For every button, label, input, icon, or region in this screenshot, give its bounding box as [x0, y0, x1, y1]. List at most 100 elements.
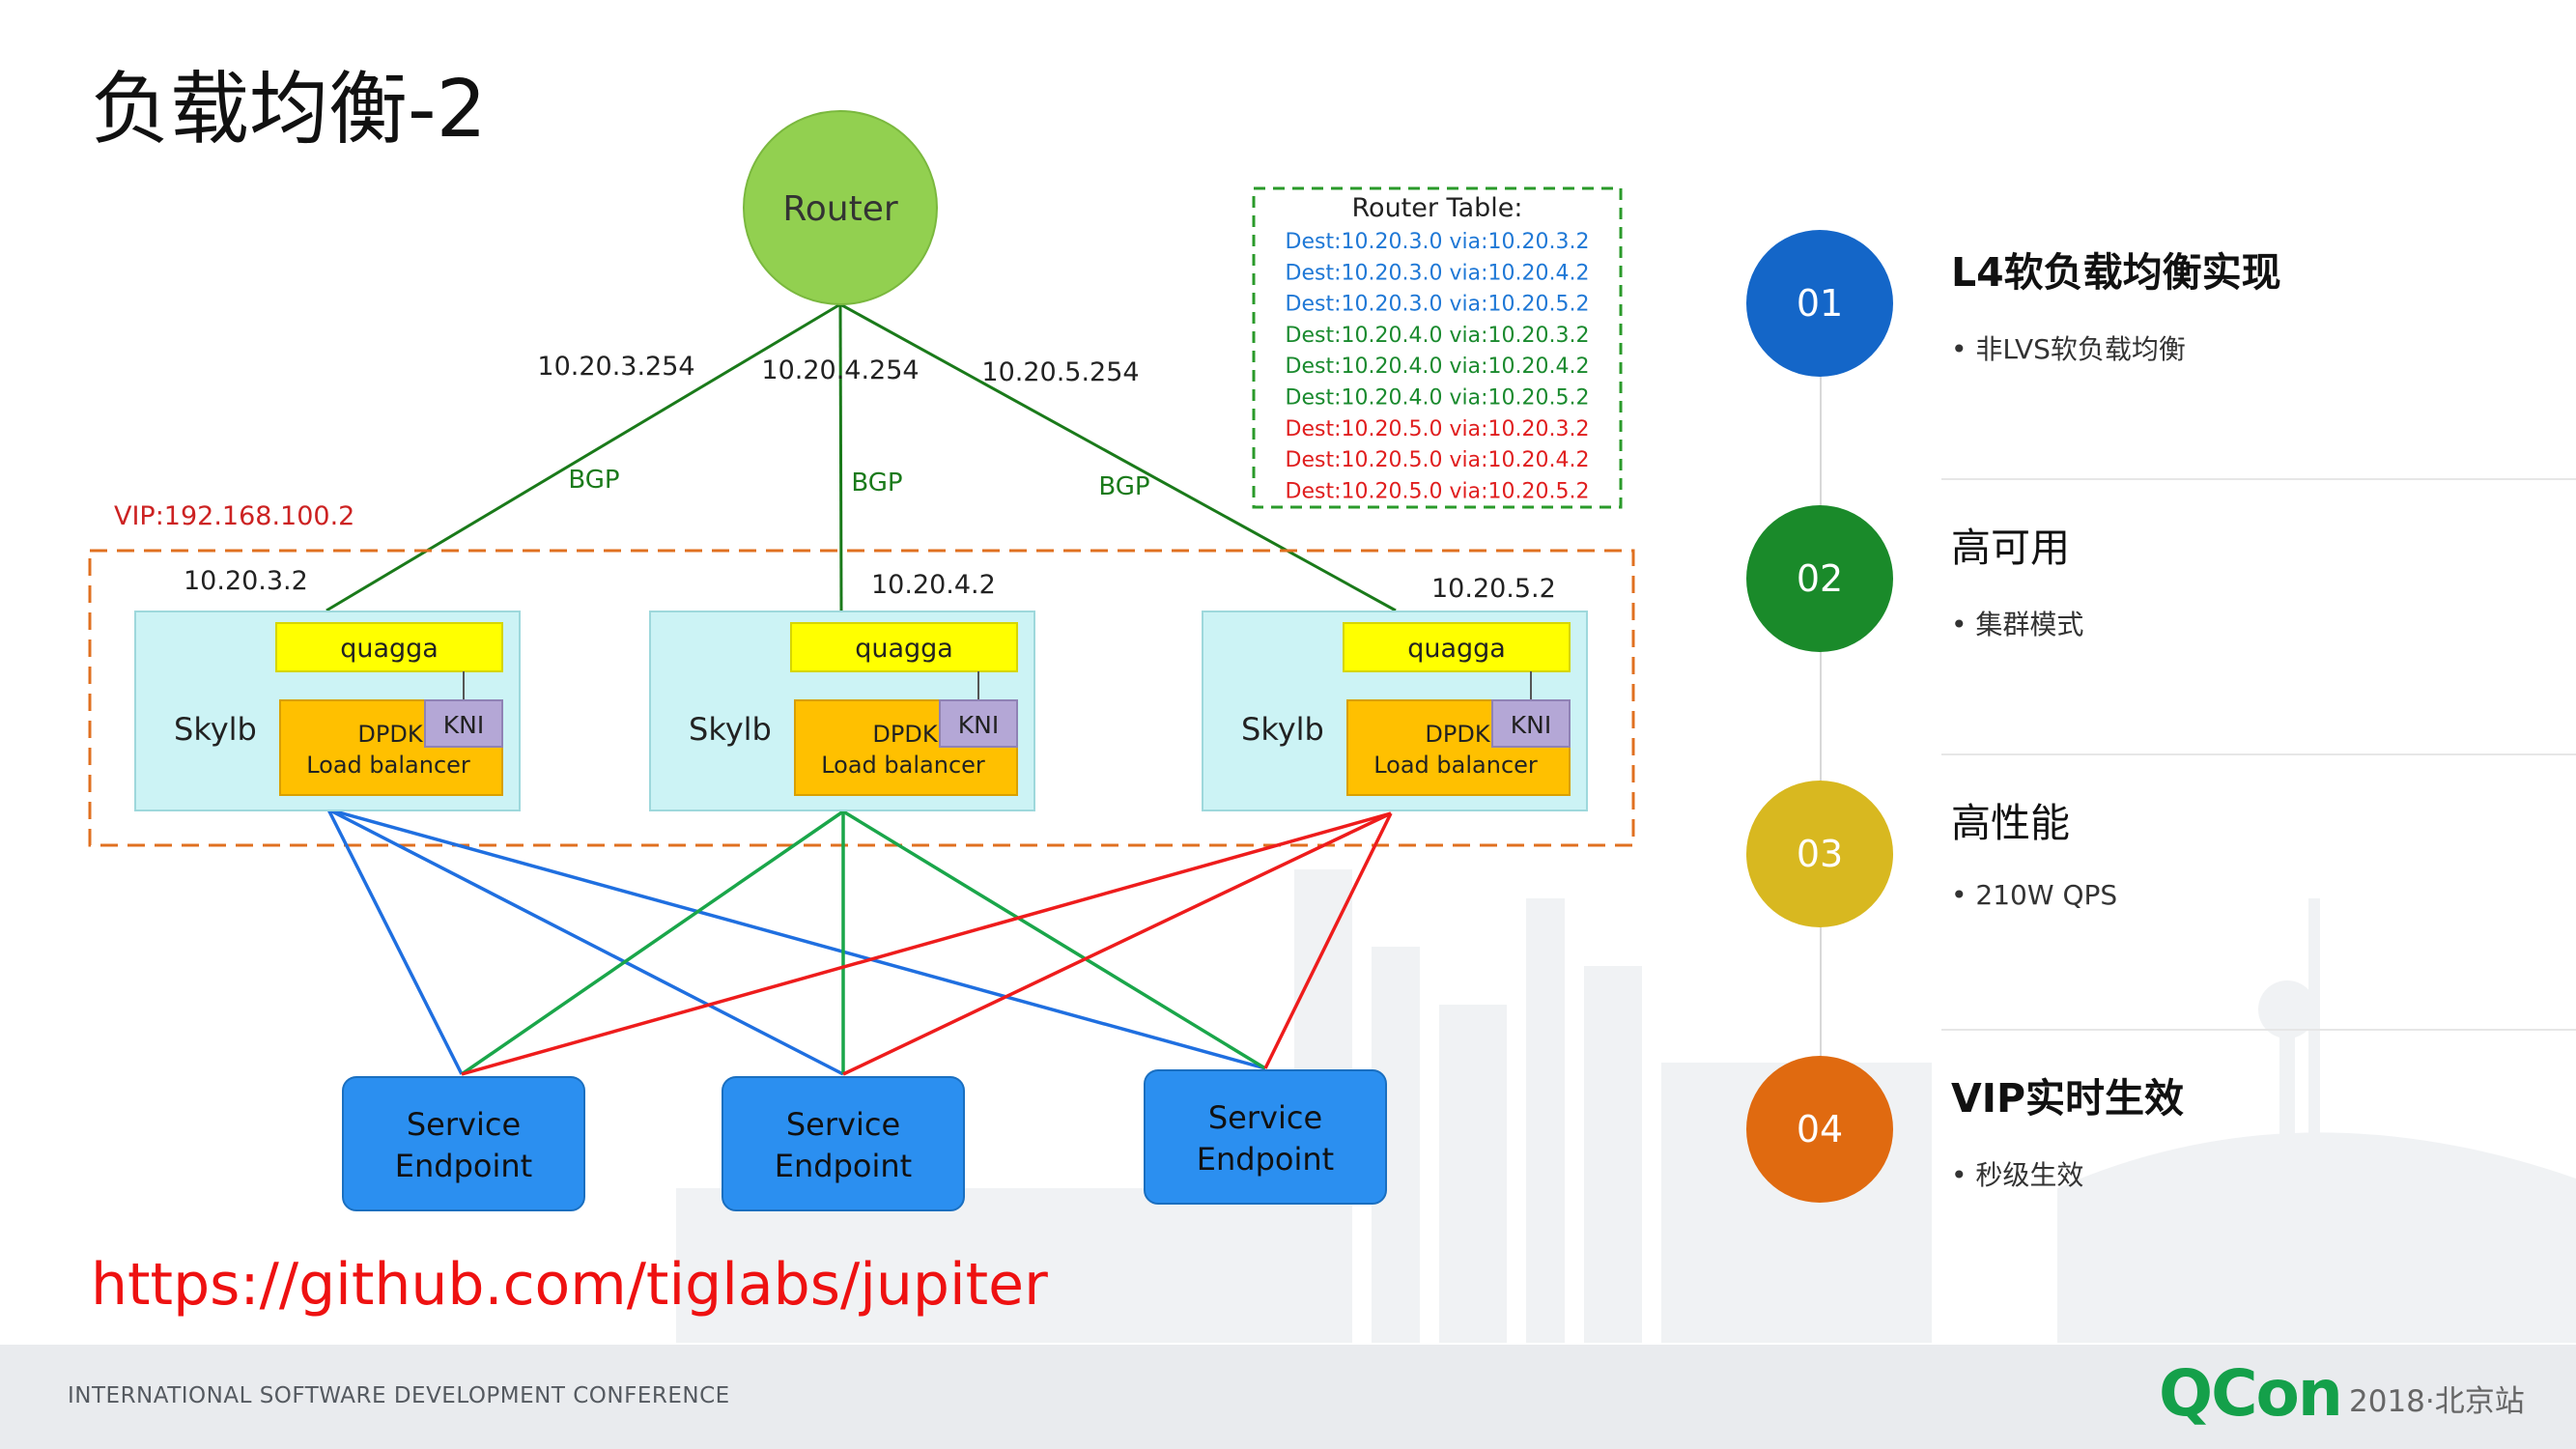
- service-endpoints: ServiceEndpointServiceEndpointServiceEnd…: [342, 1069, 1387, 1211]
- router-node: [743, 110, 938, 305]
- qcon-year-city: 2018·北京站: [2349, 1384, 2525, 1419]
- footer-conference: INTERNATIONAL SOFTWARE DEVELOPMENT CONFE…: [68, 1383, 730, 1408]
- qcon-logo: QCon: [2159, 1356, 2343, 1431]
- feature-subtitle: • 210W QPS: [1951, 879, 2118, 911]
- link-blue-1: [326, 809, 464, 1075]
- step-number-badge: 04: [1746, 1056, 1893, 1203]
- bgp-links: [326, 302, 1397, 612]
- router-table-row: Dest:10.20.4.0 via:10.20.5.2: [1286, 386, 1590, 411]
- skylb-ip: 10.20.4.2: [871, 570, 996, 600]
- quagga-box: [1343, 622, 1571, 672]
- router-ip-3: 10.20.5.254: [981, 357, 1139, 387]
- dpdk-label: DPDK: [872, 721, 938, 748]
- link-red-2: [842, 811, 1392, 1076]
- footer-bar: [0, 1345, 2576, 1449]
- step-number-badge: 03: [1746, 781, 1893, 927]
- endpoint-box: [342, 1076, 585, 1211]
- router-table-row: Dest:10.20.3.0 via:10.20.4.2: [1286, 261, 1590, 285]
- bgp-link-2: [838, 303, 843, 611]
- link-blue-3: [327, 808, 1266, 1070]
- bgp-link-1: [326, 302, 841, 612]
- link-green-1: [461, 810, 844, 1076]
- feature-title: 高可用: [1951, 525, 2070, 571]
- github-link[interactable]: https://github.com/tiglabs/jupiter: [91, 1251, 1048, 1319]
- router-table-row: Dest:10.20.5.0 via:10.20.5.2: [1286, 479, 1590, 503]
- router-table-row: Dest:10.20.3.0 via:10.20.3.2: [1286, 230, 1590, 254]
- timeline-line: [1820, 299, 1822, 1092]
- quagga-label: quagga: [1407, 634, 1506, 664]
- router-table-row: Dest:10.20.4.0 via:10.20.3.2: [1286, 324, 1590, 348]
- endpoint-line1: Service: [407, 1106, 521, 1143]
- endpoint-box: [1144, 1069, 1387, 1205]
- router-table-row: Dest:10.20.5.0 via:10.20.4.2: [1286, 448, 1590, 472]
- router-table-rows: Dest:10.20.3.0 via:10.20.3.2Dest:10.20.3…: [1286, 230, 1590, 503]
- step-number-badge: 01: [1746, 230, 1893, 377]
- link-green-3: [842, 810, 1266, 1070]
- router-ip-1: 10.20.3.254: [537, 352, 694, 382]
- dpdk-label: DPDK: [357, 721, 423, 748]
- bgp-label-1: BGP: [568, 466, 619, 495]
- skylb-name: Skylb: [174, 711, 257, 748]
- kni-label: KNI: [1511, 711, 1551, 739]
- feature-subtitle: • 秒级生效: [1951, 1159, 2084, 1191]
- skylb-ip: 10.20.5.2: [1431, 574, 1556, 604]
- bgp-label-3: BGP: [1098, 472, 1149, 501]
- load-balancer-label: Load balancer: [821, 752, 985, 779]
- feature-subtitle: • 集群模式: [1951, 609, 2084, 640]
- feature-subtitle: • 非LVS软负载均衡: [1951, 333, 2186, 365]
- endpoint-line2: Endpoint: [775, 1148, 912, 1184]
- kni-label: KNI: [958, 711, 999, 739]
- feature-separator: [1941, 1029, 2576, 1031]
- router-label: Router: [782, 189, 898, 229]
- quagga-label: quagga: [855, 634, 953, 664]
- feature-title: L4软负载均衡实现: [1951, 249, 2281, 296]
- endpoint-line2: Endpoint: [1197, 1141, 1334, 1178]
- lb-endpoint-links: [326, 808, 1393, 1076]
- router-table-row: Dest:10.20.3.0 via:10.20.5.2: [1286, 293, 1590, 317]
- skylb-name: Skylb: [1241, 711, 1324, 748]
- vip-label: VIP:192.168.100.2: [114, 501, 354, 531]
- feature-separator: [1941, 478, 2576, 480]
- link-red-3: [1263, 812, 1393, 1069]
- router-table-row: Dest:10.20.5.0 via:10.20.3.2: [1286, 417, 1590, 441]
- dpdk-label: DPDK: [1425, 721, 1490, 748]
- link-blue-2: [327, 808, 844, 1076]
- endpoint-line2: Endpoint: [395, 1148, 532, 1184]
- bgp-link-3: [839, 302, 1397, 612]
- endpoint-line1: Service: [1208, 1099, 1322, 1136]
- quagga-box: [790, 622, 1018, 672]
- load-balancer-label: Load balancer: [306, 752, 470, 779]
- router-table-row: Dest:10.20.4.0 via:10.20.4.2: [1286, 355, 1590, 379]
- router-ip-2: 10.20.4.254: [761, 355, 919, 385]
- kni-box: [1491, 699, 1571, 748]
- endpoint-box: [722, 1076, 965, 1211]
- link-red-1: [461, 811, 1392, 1076]
- kni-box: [939, 699, 1018, 748]
- kni-box: [424, 699, 503, 748]
- step-number-badge: 02: [1746, 505, 1893, 652]
- feature-separator: [1941, 753, 2576, 755]
- endpoint-line1: Service: [786, 1106, 900, 1143]
- kni-label: KNI: [443, 711, 484, 739]
- quagga-label: quagga: [340, 634, 439, 664]
- feature-title: 高性能: [1951, 800, 2070, 846]
- router-table-box: [1252, 186, 1623, 509]
- skylb-ip: 10.20.3.2: [184, 566, 308, 596]
- feature-title: VIP实时生效: [1951, 1075, 2185, 1122]
- router-table-title: Router Table:: [1352, 193, 1523, 223]
- load-balancer-label: Load balancer: [1373, 752, 1538, 779]
- skylb-name: Skylb: [689, 711, 772, 748]
- bgp-label-2: BGP: [851, 469, 902, 497]
- vip-dashed-box: [88, 549, 1635, 847]
- quagga-box: [275, 622, 503, 672]
- page-title: 负载均衡-2: [91, 64, 487, 156]
